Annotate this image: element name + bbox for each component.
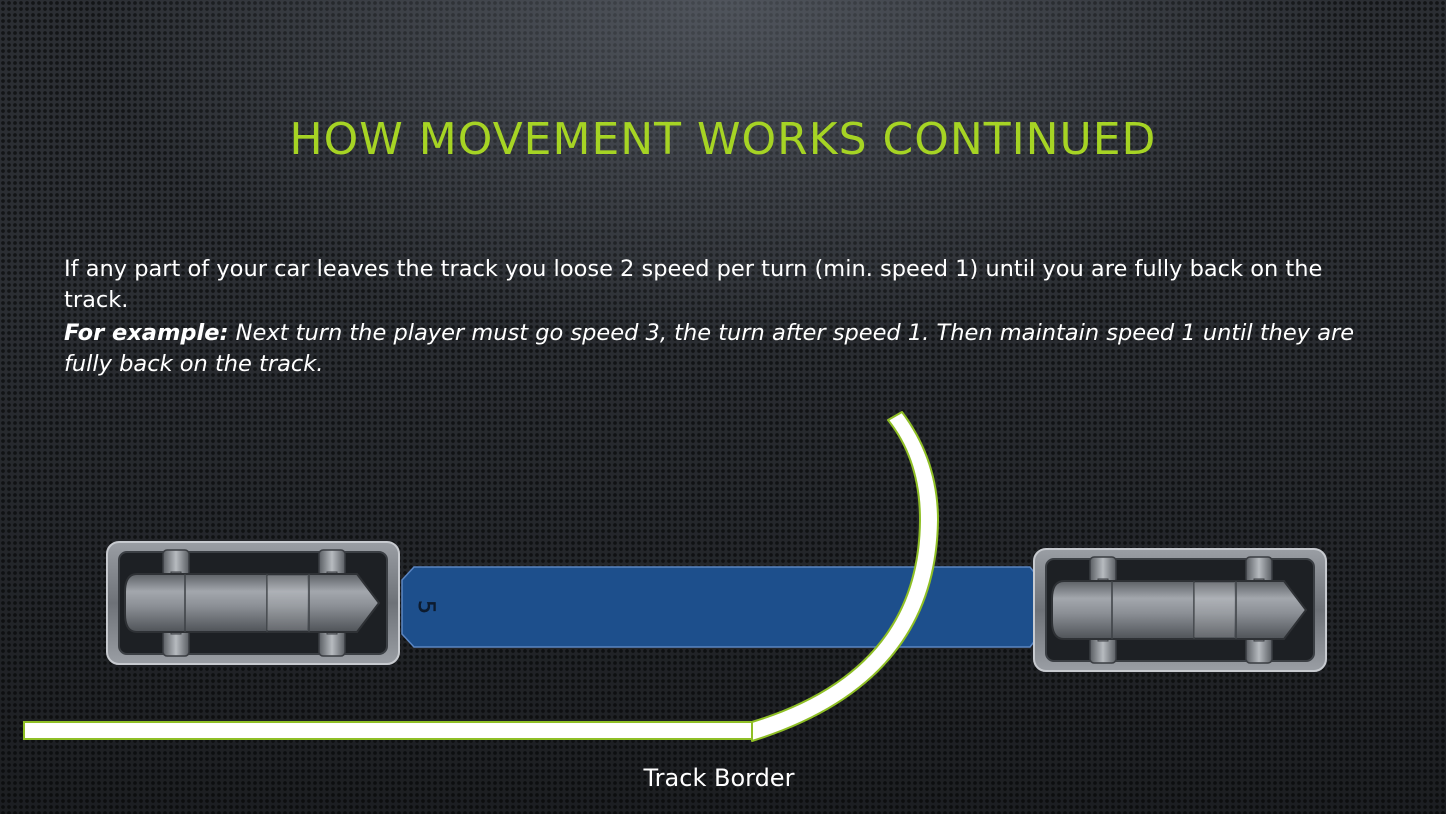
slide-body: If any part of your car leaves the track…: [64, 254, 1374, 380]
speed-template: [401, 566, 1041, 648]
track-border-caption: Track Border: [643, 764, 795, 792]
track-border-straight: [23, 721, 753, 740]
car-start-position: [106, 541, 400, 665]
speed-template-number: 5: [413, 600, 438, 614]
rule-paragraph: If any part of your car leaves the track…: [64, 256, 1323, 313]
example-paragraph: For example: Next turn the player must g…: [64, 318, 1374, 380]
example-label: For example:: [64, 320, 229, 346]
example-text: Next turn the player must go speed 3, th…: [64, 320, 1355, 377]
track-border-curve: [751, 411, 939, 742]
car-end-position: [1033, 548, 1327, 672]
slide-title: HOW MOVEMENT WORKS CONTINUED: [289, 114, 1157, 165]
